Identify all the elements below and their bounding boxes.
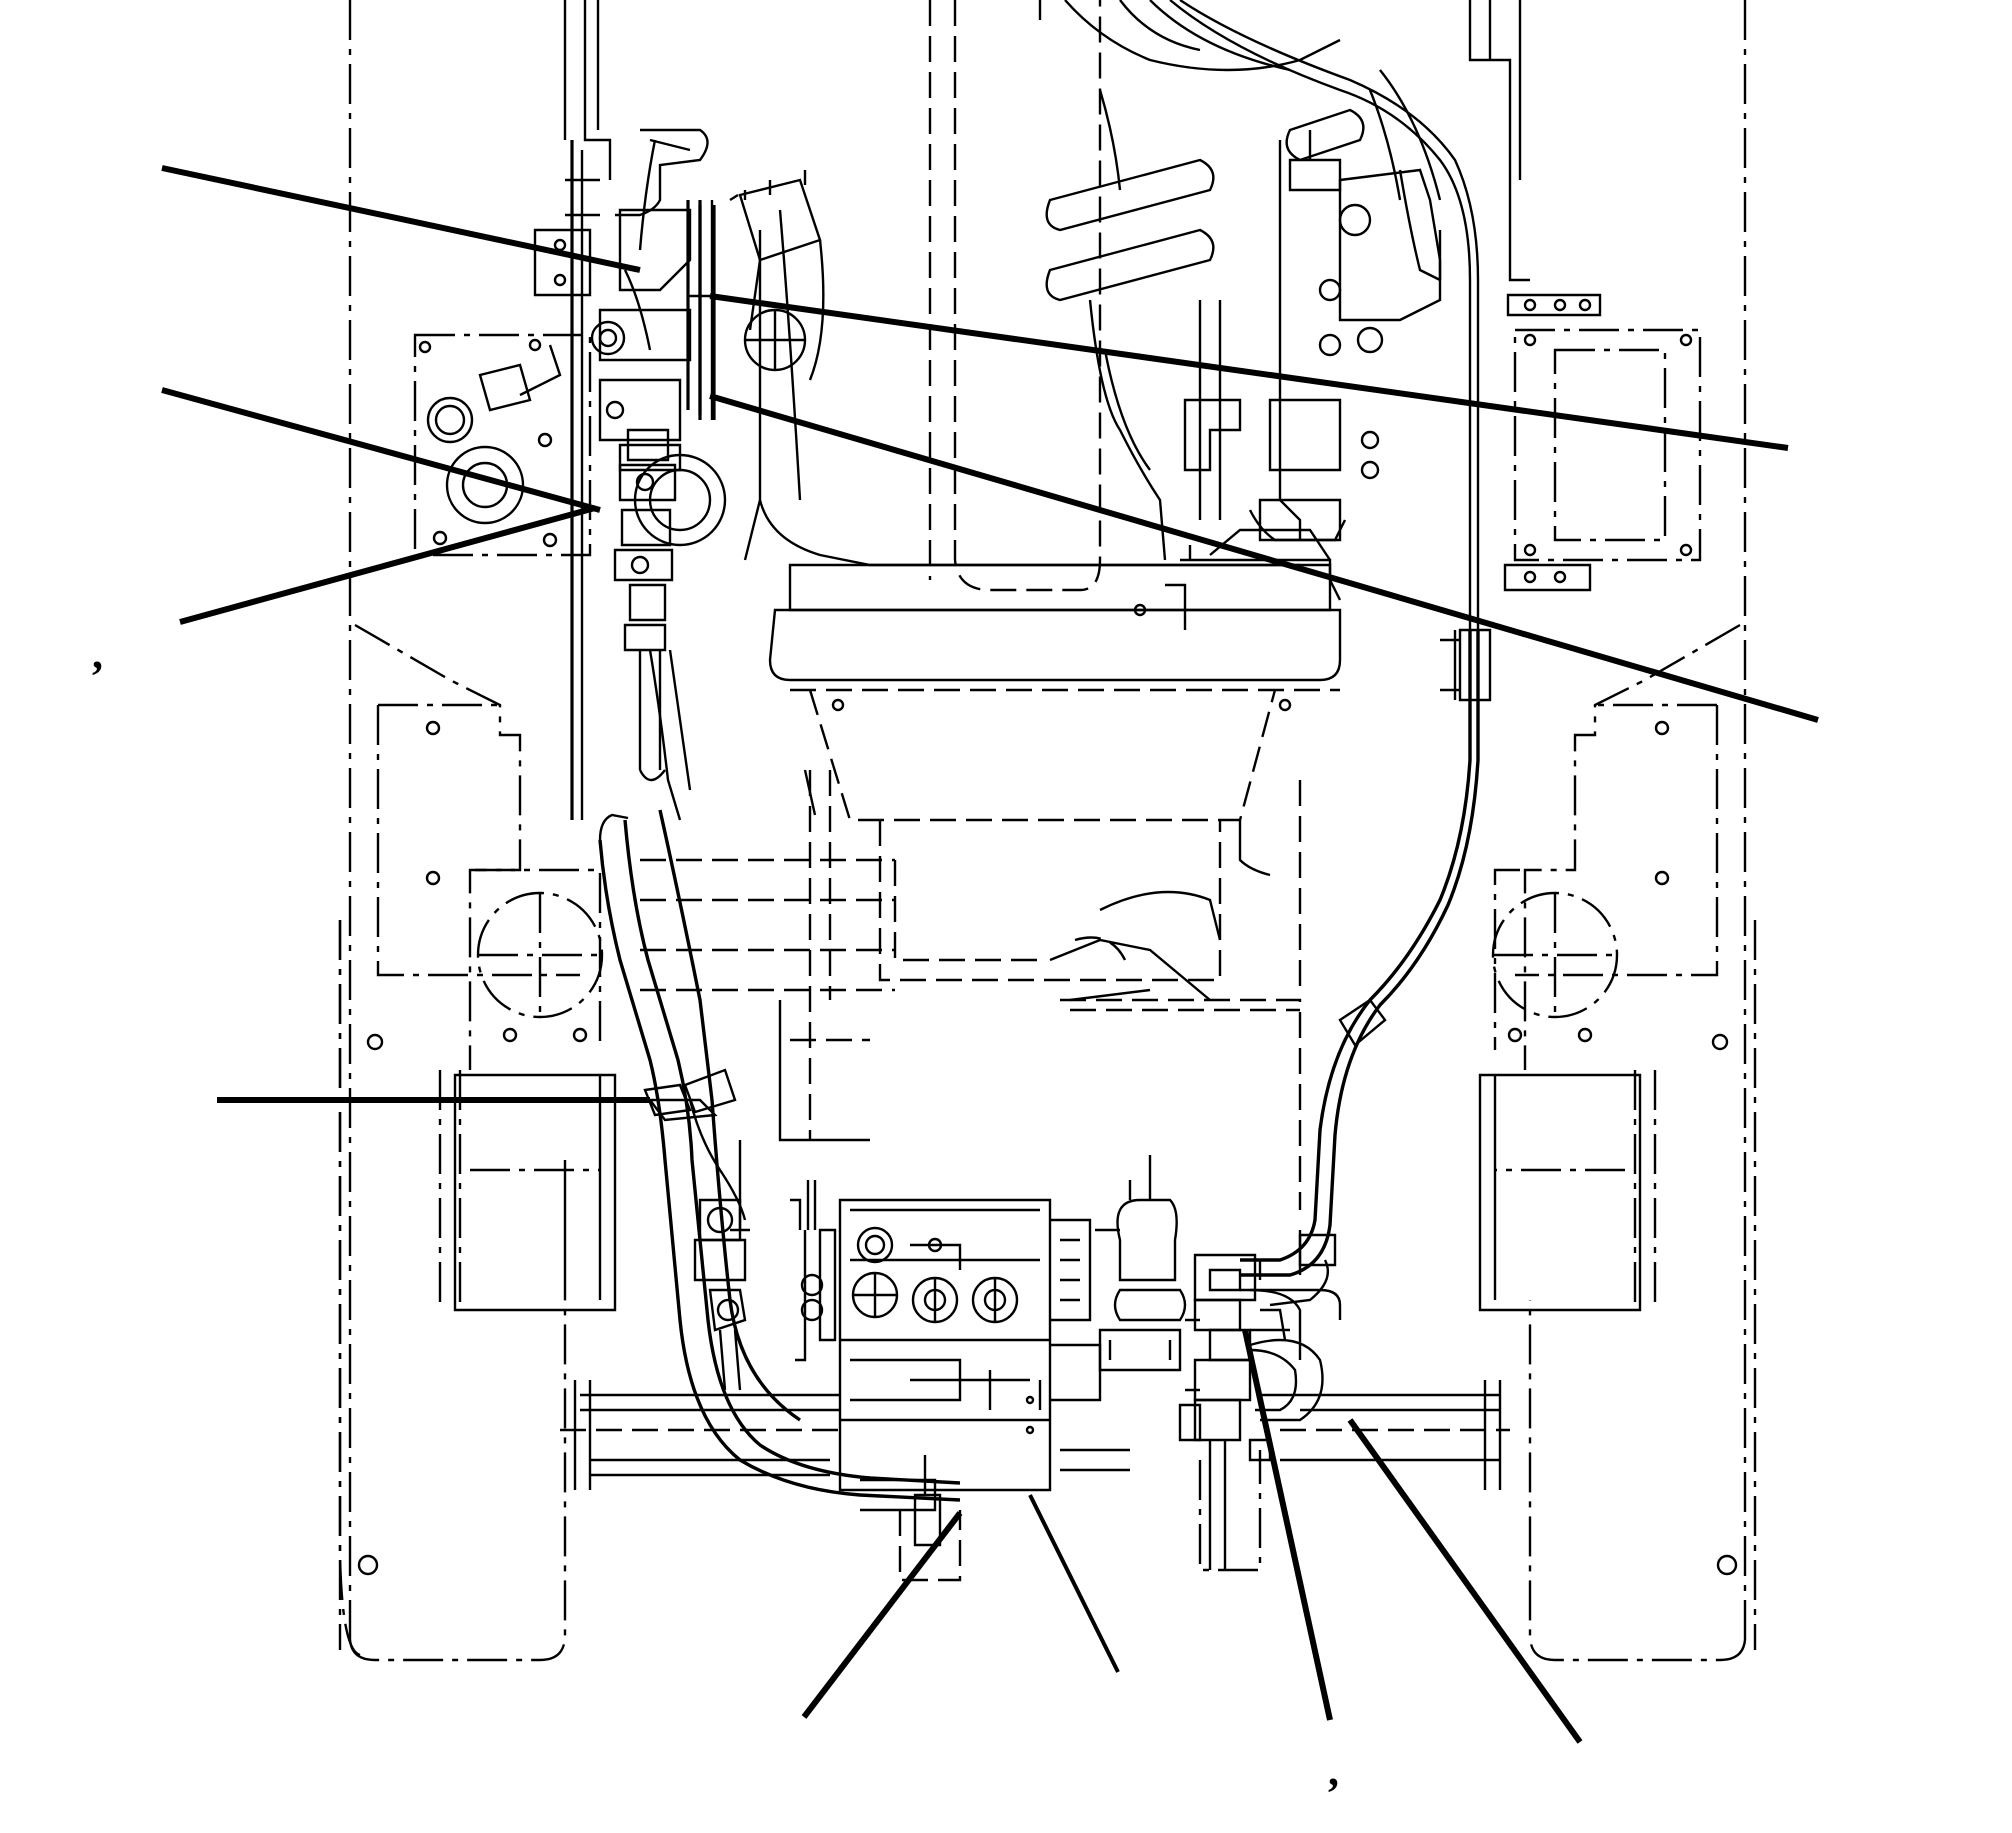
left-mount-bracket <box>338 623 617 1657</box>
right-hose-assembly <box>1240 630 1480 1320</box>
callout-marks: , , <box>92 629 1339 1795</box>
leader-line-bottom-hose <box>1028 1494 1120 1673</box>
leader-line-upper-right <box>709 293 1789 451</box>
callout-mark-bottom: , <box>1328 1746 1339 1795</box>
left-hose-assembly <box>598 649 961 1502</box>
leader-line-upper-left <box>161 165 641 273</box>
leader-line-bottom-right <box>1347 1418 1583 1744</box>
leader-line-mid-right <box>709 393 1819 723</box>
engine-block <box>640 0 1342 1210</box>
callout-leaders <box>161 165 1819 1744</box>
left-frame-rail <box>338 0 612 1662</box>
leader-line-bottom-manifold <box>1242 1329 1333 1721</box>
leader-line-bottom-bracket <box>801 1511 963 1719</box>
right-mount-bracket <box>1478 293 1741 1576</box>
leader-line-mid-left <box>161 387 601 513</box>
right-frame-rail <box>1468 0 1757 1662</box>
leader-line-left-valve <box>179 505 596 625</box>
bottom-pump-assembly <box>560 1155 1510 1582</box>
callout-mark-left: , <box>92 629 103 678</box>
